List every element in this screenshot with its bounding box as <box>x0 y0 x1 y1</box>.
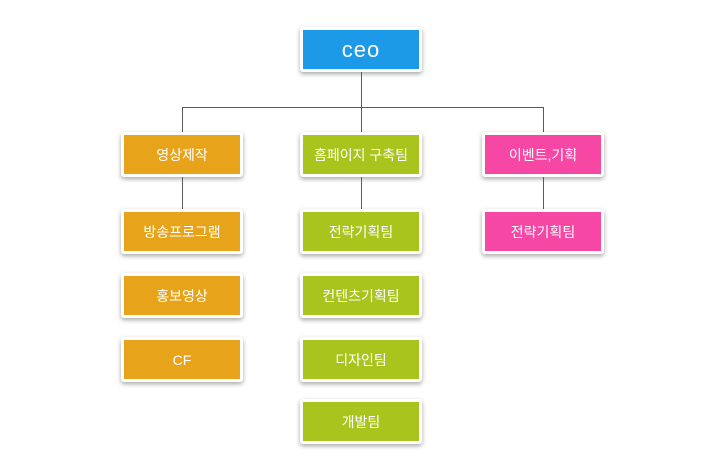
org-node-video-production-0: 영상제작 <box>121 132 243 177</box>
node-label: CF <box>172 351 192 368</box>
org-node-video-production-3: CF <box>121 337 243 382</box>
node-label: ceo <box>341 36 381 62</box>
node-label: 컨텐츠기획팀 <box>322 287 400 304</box>
node-label: 홈페이지 구축팀 <box>313 146 409 163</box>
node-label: 디자인팀 <box>335 351 387 368</box>
org-node-homepage-team-2: 컨텐츠기획팀 <box>300 273 422 318</box>
node-label: 이벤트,기획 <box>508 146 578 163</box>
connector-line <box>361 177 362 209</box>
org-node-ceo: ceo <box>300 27 422 72</box>
org-node-video-production-2: 홍보영상 <box>121 273 243 318</box>
node-label: 홍보영상 <box>156 287 208 304</box>
connector-line <box>543 177 544 209</box>
org-node-homepage-team-3: 디자인팀 <box>300 337 422 382</box>
org-node-homepage-team-0: 홈페이지 구축팀 <box>300 132 422 177</box>
org-node-homepage-team-4: 개발팀 <box>300 399 422 444</box>
org-node-homepage-team-1: 전략기획팀 <box>300 209 422 254</box>
node-label: 전략기획팀 <box>510 223 576 240</box>
connector-line <box>182 107 183 132</box>
org-node-video-production-1: 방송프로그램 <box>121 209 243 254</box>
connector-line <box>361 107 362 132</box>
org-node-event-planning-1: 전략기획팀 <box>482 209 604 254</box>
node-label: 전략기획팀 <box>328 223 394 240</box>
connector-line <box>182 177 183 209</box>
node-label: 영상제작 <box>156 146 208 163</box>
node-label: 개발팀 <box>341 413 381 430</box>
node-label: 방송프로그램 <box>143 223 221 240</box>
connector-line <box>361 72 362 107</box>
connector-line <box>182 107 544 108</box>
connector-line <box>543 107 544 132</box>
org-node-event-planning-0: 이벤트,기획 <box>482 132 604 177</box>
